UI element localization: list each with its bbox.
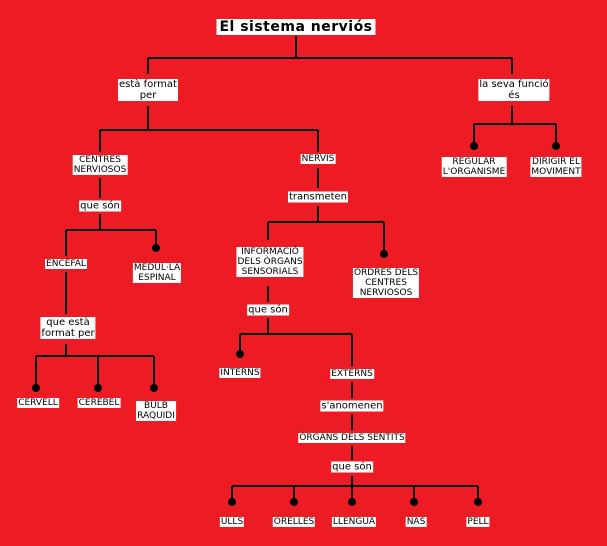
connector-label-que-son: que són xyxy=(79,200,121,212)
connector-label-que-son-2: que són xyxy=(247,304,289,316)
connector-dot xyxy=(348,498,356,506)
connector-label-que-esta-format-per: que està format per xyxy=(40,317,96,339)
node-centres-nerviosos: CENTRES NERVIOSOS xyxy=(72,155,128,175)
connector-label-que-son-3: que són xyxy=(331,461,373,473)
connector-dot xyxy=(290,498,298,506)
connector-dot xyxy=(152,244,160,252)
connector-dot xyxy=(32,384,40,392)
node-nervis: NERVIS xyxy=(300,154,336,164)
node-dirigir-moviment: DIRIGIR EL MOVIMENT xyxy=(530,157,582,177)
connector-dot xyxy=(552,142,560,150)
connector-dot xyxy=(474,498,482,506)
node-medulla-espinal: MEDUL·LA ESPINAL xyxy=(132,263,182,283)
connector-dot xyxy=(410,498,418,506)
node-interns: INTERNS xyxy=(219,368,261,378)
diagram-title: El sistema nerviós xyxy=(216,19,376,35)
node-informacio-organs-sensorials: INFORMACIÓ DELS ÒRGANS SENSORIALS xyxy=(236,247,304,277)
connector-dot xyxy=(470,142,478,150)
connector-dot xyxy=(380,250,388,258)
node-nas: NAS xyxy=(405,517,427,527)
connector-label-la-seva-funcio-es: la seva funció és xyxy=(478,79,550,101)
node-externs: EXTERNS xyxy=(330,369,374,379)
node-bulb-raquidi: BULB RAQUIDI xyxy=(136,401,176,421)
node-encefal: ENCÈFAL xyxy=(45,259,87,269)
node-cerebel: CEREBEL xyxy=(77,398,121,408)
node-regular-organisme: REGULAR L'ORGANISME xyxy=(441,157,507,177)
node-pell: PELL xyxy=(466,517,490,527)
connector-label-esta-format-per: està format per xyxy=(118,79,178,101)
node-ulls: ULLS xyxy=(219,517,245,527)
connector-dot xyxy=(236,350,244,358)
node-llengua: LLENGUA xyxy=(331,517,377,527)
connector-dot xyxy=(228,498,236,506)
connector-label-transmeten: transmeten xyxy=(287,191,349,203)
node-orelles: ORELLES xyxy=(272,517,316,527)
connector-label-s-anomenen: s'anomenen xyxy=(320,400,384,412)
node-ordres-centres-nerviosos: ORDRES DELS CENTRES NERVIOSOS xyxy=(352,268,420,298)
node-organs-dels-sentits: ÒRGANS DELS SENTITS xyxy=(298,433,406,443)
connector-dot xyxy=(94,384,102,392)
node-cervell: CERVELL xyxy=(17,398,59,408)
connector-dot xyxy=(150,384,158,392)
